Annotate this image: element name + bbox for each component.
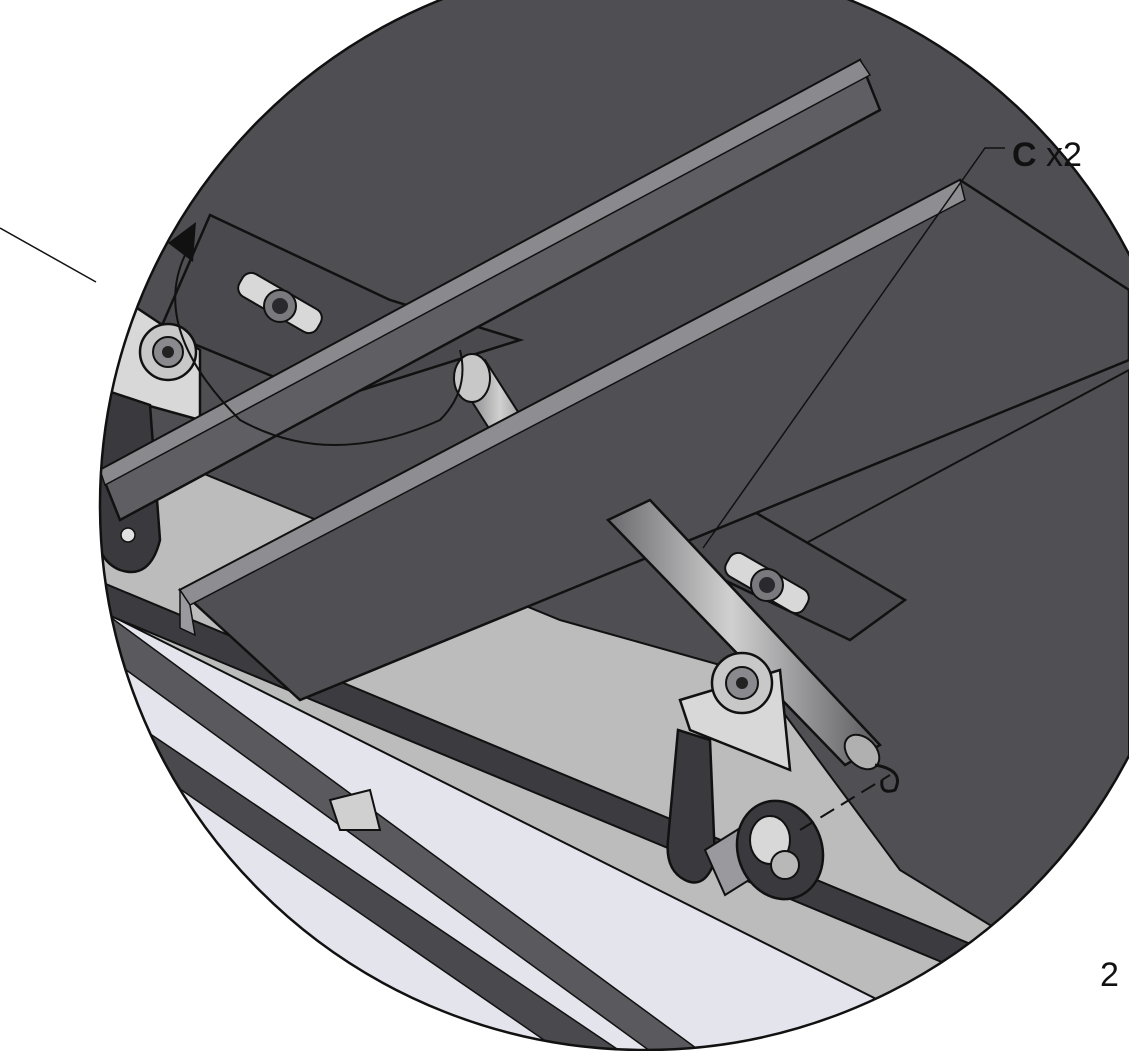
callout-quantity: x2: [1046, 136, 1082, 174]
callout-letter: C: [1012, 136, 1037, 174]
edge-label: 2: [1100, 956, 1119, 994]
right-frame: [698, 368, 1129, 1012]
ball-stud: [703, 799, 825, 901]
detail-circle-outline: [98, 0, 1129, 1051]
hinge-arm-lower: [666, 728, 717, 884]
rotation-arc: [174, 254, 464, 446]
slot-nut-lower: [724, 551, 810, 615]
rotation-arrowhead: [168, 222, 196, 262]
rail-lower-2: [100, 699, 623, 1050]
hinge-bolt-upper: [138, 322, 198, 382]
hinge-bolt-lower: [710, 651, 774, 715]
callout-c-label: C x2: [1012, 138, 1082, 172]
slot-nut-upper: [237, 271, 323, 335]
leader-line-c: [702, 147, 1005, 549]
bottom-bracket: [328, 788, 382, 831]
attach-dash-line: [799, 774, 891, 831]
leader-line-left: [0, 227, 97, 283]
